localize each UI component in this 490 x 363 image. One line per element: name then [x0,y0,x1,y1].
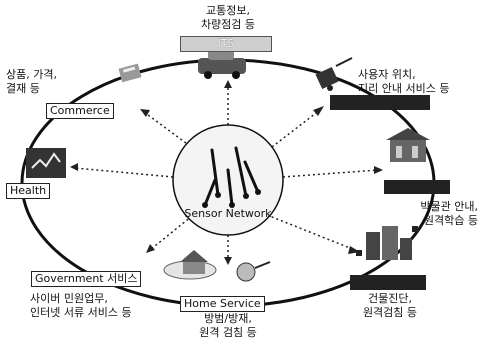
location-caption: 사용자 위치, 지리 안내 서비스 등 [358,68,449,96]
building-icon [356,226,418,260]
building-caption: 건물진단, 원격검침 등 [340,292,440,320]
spoke-government [149,215,193,251]
its-caption-line-1: 교통정보, [206,4,250,17]
spoke-commerce [143,111,191,147]
its-caption: 교통정보, 차량점검 등 [178,4,278,32]
satellite-icon [315,57,353,91]
home-caption-line-1: 방범/방재, [204,312,252,325]
location-device-icon [330,95,430,110]
sensor-field [172,124,284,236]
spoke-museum [282,169,379,178]
commerce-label: Commerce [46,103,114,119]
commerce-caption-line-1: 상품, 가격, [6,68,57,81]
commerce-icon [118,63,142,83]
home-caption: 방범/방재, 원격 검침 등 [178,312,278,340]
government-caption-line-2: 인터넷 서류 서비스 등 [30,306,132,319]
spoke-building [266,214,356,251]
health-label: Health [6,183,51,199]
its-caption-line-2: 차량점검 등 [200,18,256,31]
commerce-caption: 상품, 가격, 결재 등 [6,68,57,96]
spoke-health [74,167,174,178]
commerce-caption-line-2: 결재 등 [6,82,40,95]
location-caption-line-1: 사용자 위치, [358,68,416,81]
museum-label-bar-icon [384,180,450,194]
location-caption-line-2: 지리 안내 서비스 등 [358,82,450,95]
arrowheads [70,80,383,265]
government-label: Government 서비스 [31,271,142,287]
government-caption-line-1: 사이버 민원업무, [30,292,108,305]
museum-icon [386,128,430,162]
building-caption-line-1: 건물진단, [368,292,412,305]
spoke-location [267,109,321,151]
home-service-label: Home Service [180,296,265,312]
house-icon [163,250,271,282]
its-label: ITS [180,36,272,52]
museum-caption-line-2: 원격학습 등 [423,214,478,227]
home-caption-line-2: 원격 검침 등 [199,326,257,339]
building-caption-line-2: 원격검침 등 [362,306,418,319]
sensor-network-label: Sensor Network [184,207,272,220]
government-caption: 사이버 민원업무, 인터넷 서류 서비스 등 [30,292,132,320]
museum-caption: 박물관 안내, 원격학습 등 [378,200,478,228]
health-icon [26,148,66,178]
building-label-bar-icon [350,275,426,290]
car-icon [198,50,246,79]
museum-caption-line-1: 박물관 안내, [420,200,478,213]
